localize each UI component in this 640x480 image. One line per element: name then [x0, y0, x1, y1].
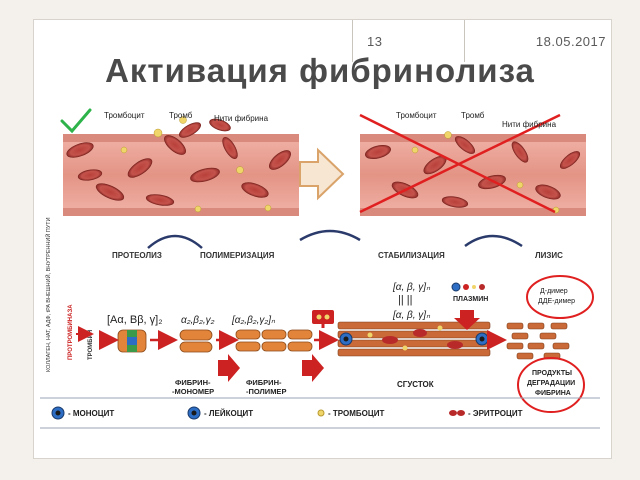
products-highlight [517, 357, 585, 413]
degradation-fragments [506, 322, 570, 360]
label-platelet-left: Тромбоцит [104, 111, 145, 120]
formula-stable-top: [α, β, γ]ₙ [392, 282, 431, 293]
products-label-2: ДЕГРАДАЦИИ [527, 380, 575, 387]
d-dimer-highlight [526, 275, 594, 319]
plasmin-arrow-icon [454, 310, 480, 330]
plasmin-icon [451, 282, 485, 292]
side-caption: КОЛЛАГЕН, НАТ, АДФ, tPA ВНЕШНИЙ, ВНУТРЕН… [44, 217, 52, 372]
label-fibrin-left: Нити фибрина [214, 114, 269, 123]
slide-frame: 13 18.05.2017 [33, 19, 612, 459]
legend-erythrocyte: - ЭРИТРОЦИТ [468, 409, 523, 418]
label-thrombus-right: Тромб [461, 111, 485, 120]
fibrin-polymer-label-1: ФИБРИН- [246, 378, 282, 387]
vessel-illustration-left [63, 116, 299, 216]
products-label-1: ПРОДУКТЫ [532, 370, 572, 377]
legend: - МОНОЦИТ - ЛЕЙКОЦИТ - ТРОМБОЦИТ - ЭРИТР… [40, 397, 600, 429]
legend-monocyte: - МОНОЦИТ [68, 409, 114, 418]
slide-number: 13 [352, 20, 452, 62]
thrombin-label: ТРОМБИН [88, 330, 94, 360]
thrombin-arrow-icon-1 [218, 354, 240, 382]
clot-label: СГУСТОК [397, 380, 434, 389]
d-dimer-label: Д-димер [540, 288, 568, 295]
formula-polymer: [α₂,β₂,γ₂]ₙ [231, 315, 276, 326]
formula-fibrinogen: [Aα, Bβ, γ]₂ [107, 314, 162, 326]
transition-arrow-icon [299, 147, 345, 201]
fibrinogen-molecule [117, 329, 147, 353]
plasmin-label: ПЛАЗМИН [453, 296, 488, 303]
fibrin-monomer-molecule [179, 329, 213, 353]
stage-polymerization: ПОЛИМЕРИЗАЦИЯ [200, 251, 275, 260]
fibrin-monomer-label-1: ФИБРИН- [175, 378, 211, 387]
legend-platelet: - ТРОМБОЦИТ [328, 409, 384, 418]
products-label-3: ФИБРИНА [535, 390, 571, 397]
formula-stable-bottom: [α, β, γ]ₙ [392, 310, 431, 321]
formula-monomer: α₂,β₂,γ₂ [181, 315, 215, 326]
label-fibrin-right: Нити фибрина [502, 120, 557, 129]
formula-parallel: || || [398, 294, 413, 306]
erythrocyte-icon [449, 410, 457, 416]
check-icon [60, 108, 92, 134]
stage-stabilization: СТАБИЛИЗАЦИЯ [378, 251, 445, 260]
label-platelet-right: Тромбоцит [396, 111, 437, 120]
legend-leukocyte: - ЛЕЙКОЦИТ [204, 409, 253, 418]
slide-title: Активация фибринолиза [105, 52, 535, 89]
label-thrombus-left: Тромб [169, 111, 193, 120]
platelet-box-icon [312, 310, 334, 324]
thrombin-arrow-icon-2 [302, 354, 324, 382]
vessel-illustration-right [359, 113, 586, 216]
stage-lysis: ЛИЗИС [535, 251, 563, 260]
slide-date: 18.05.2017 [464, 20, 614, 62]
fibrin-monomer-label-2: -МОНОМЕР [172, 387, 214, 396]
prothrombinase-label: ПРОТРОМБИНАЗА [68, 304, 74, 360]
fibrin-polymer-molecule [235, 329, 313, 352]
stage-proteolysis: ПРОТЕОЛИЗ [112, 251, 162, 260]
fibrin-polymer-label-2: -ПОЛИМЕР [246, 387, 286, 396]
cross-line-2 [359, 113, 561, 214]
stage-arcs [147, 229, 523, 249]
platelet-icon [317, 409, 325, 417]
clot-illustration [337, 321, 491, 357]
dde-dimer-label: ДДЕ-димер [538, 298, 575, 305]
